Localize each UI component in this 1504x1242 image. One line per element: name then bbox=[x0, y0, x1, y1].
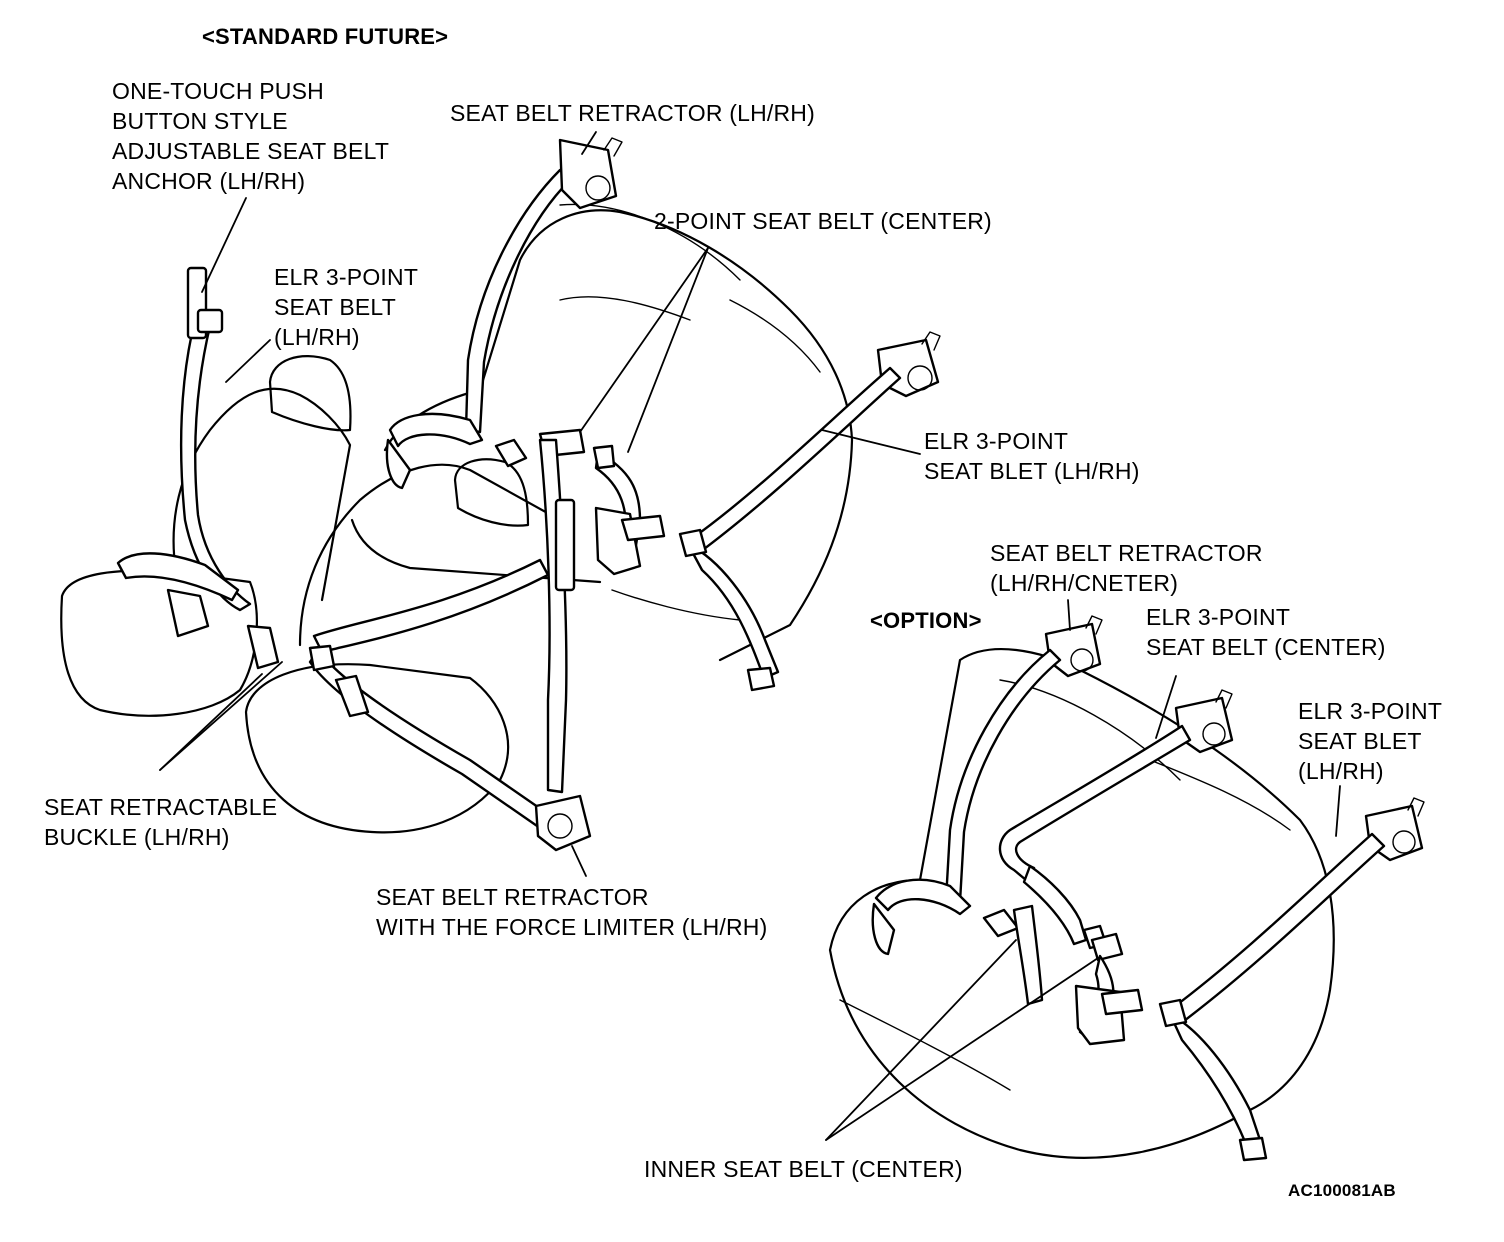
label-force-limiter: SEAT BELT RETRACTOR WITH THE FORCE LIMIT… bbox=[376, 884, 768, 940]
heading-option: <OPTION> bbox=[870, 608, 982, 633]
leader-lines-icon bbox=[159, 131, 1341, 1141]
label-retractable-buckle: SEAT RETRACTABLE BUCKLE (LH/RH) bbox=[44, 794, 278, 850]
label-inner-seat-belt: INNER SEAT BELT (CENTER) bbox=[644, 1156, 963, 1182]
label-two-point-center: 2-POINT SEAT BELT (CENTER) bbox=[654, 208, 992, 234]
standard-belts-icon bbox=[116, 137, 941, 852]
label-option-elr-side: ELR 3-POINT SEAT BLET (LH/RH) bbox=[1298, 698, 1443, 784]
option-belts-icon bbox=[871, 615, 1425, 1162]
heading-standard: <STANDARD FUTURE> bbox=[202, 24, 449, 49]
option-seat-icon bbox=[828, 648, 1335, 1159]
label-retractor-top: SEAT BELT RETRACTOR (LH/RH) bbox=[450, 100, 815, 126]
label-option-elr-center: ELR 3-POINT SEAT BELT (CENTER) bbox=[1146, 604, 1386, 660]
figure-code: AC100081AB bbox=[1288, 1181, 1396, 1200]
label-elr-rear-right: ELR 3-POINT SEAT BLET (LH/RH) bbox=[924, 428, 1140, 484]
label-elr-front: ELR 3-POINT SEAT BELT (LH/RH) bbox=[274, 264, 419, 350]
label-option-retractor: SEAT BELT RETRACTOR (LH/RH/CNETER) bbox=[990, 540, 1263, 596]
label-adjustable-anchor: ONE-TOUCH PUSH BUTTON STYLE ADJUSTABLE S… bbox=[112, 78, 390, 194]
